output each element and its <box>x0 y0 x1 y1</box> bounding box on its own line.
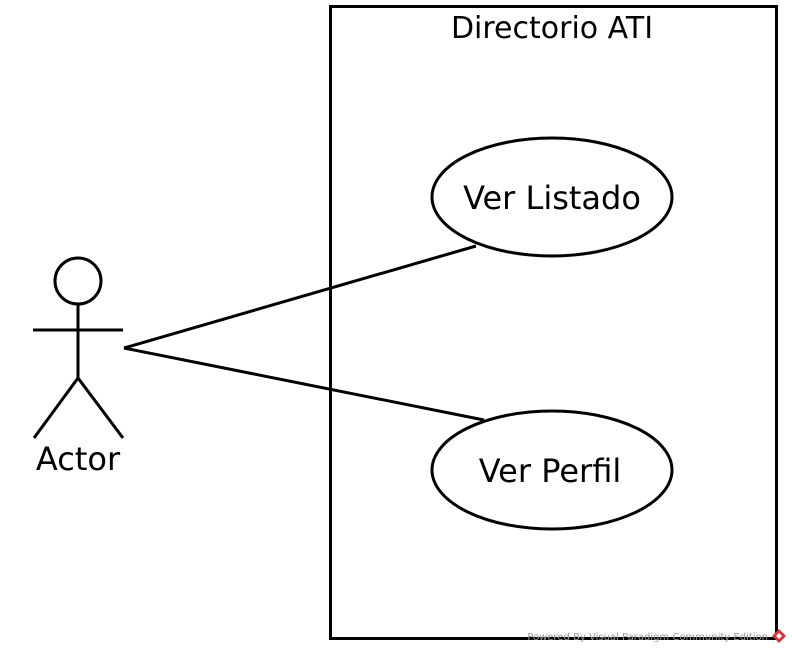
association-actor-ver-listado[interactable] <box>123 244 477 350</box>
system-boundary-box <box>329 5 778 640</box>
use-case-ellipse <box>430 136 674 258</box>
use-case-label: Ver Perfil <box>479 452 621 490</box>
actor-head <box>53 256 103 306</box>
system-boundary[interactable]: Directorio ATI <box>329 5 778 640</box>
use-case-ver-listado[interactable]: Ver Listado <box>430 136 674 258</box>
system-title: Directorio ATI <box>451 11 653 46</box>
use-case-label: Ver Listado <box>463 179 641 217</box>
association-actor-ver-perfil[interactable] <box>123 346 485 422</box>
actor[interactable]: Actor <box>32 256 125 478</box>
actor-right-leg <box>76 377 125 439</box>
actor-left-leg <box>32 377 80 439</box>
use-case-ellipse <box>430 409 674 531</box>
use-case-ver-perfil[interactable]: Ver Perfil <box>430 409 674 531</box>
visual-paradigm-logo-icon <box>772 629 786 643</box>
watermark-text: Powered By Visual Paradigm Community Edi… <box>527 632 768 643</box>
actor-label: Actor <box>36 440 121 478</box>
watermark: Powered By Visual Paradigm Community Edi… <box>527 629 786 643</box>
stick-figure-icon <box>32 256 125 439</box>
